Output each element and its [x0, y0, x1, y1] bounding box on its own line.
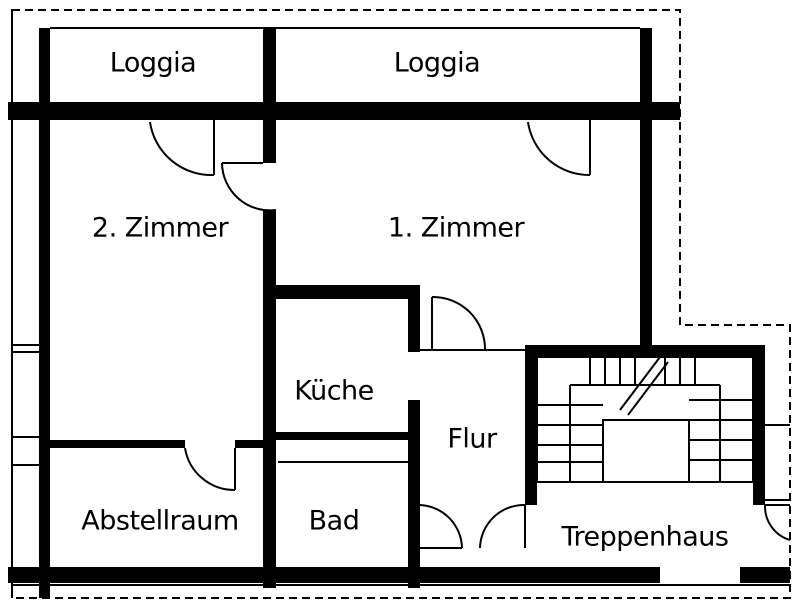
room-label-loggia-left: Loggia — [110, 48, 196, 79]
room-label-treppenhaus: Treppenhaus — [561, 522, 729, 553]
walls — [8, 28, 790, 598]
room-label-kueche: Küche — [294, 376, 374, 407]
staircase — [536, 356, 754, 483]
room-label-bad: Bad — [309, 506, 360, 537]
room-label-2-zimmer: 2. Zimmer — [92, 213, 230, 244]
thin-lines — [12, 27, 790, 586]
room-label-loggia-right: Loggia — [394, 48, 480, 79]
room-label-1-zimmer: 1. Zimmer — [388, 213, 526, 244]
room-label-abstellraum: Abstellraum — [81, 506, 238, 537]
room-labels: Loggia Loggia 2. Zimmer 1. Zimmer Küche … — [81, 48, 729, 553]
room-label-flur: Flur — [447, 424, 498, 455]
doors — [149, 120, 791, 549]
